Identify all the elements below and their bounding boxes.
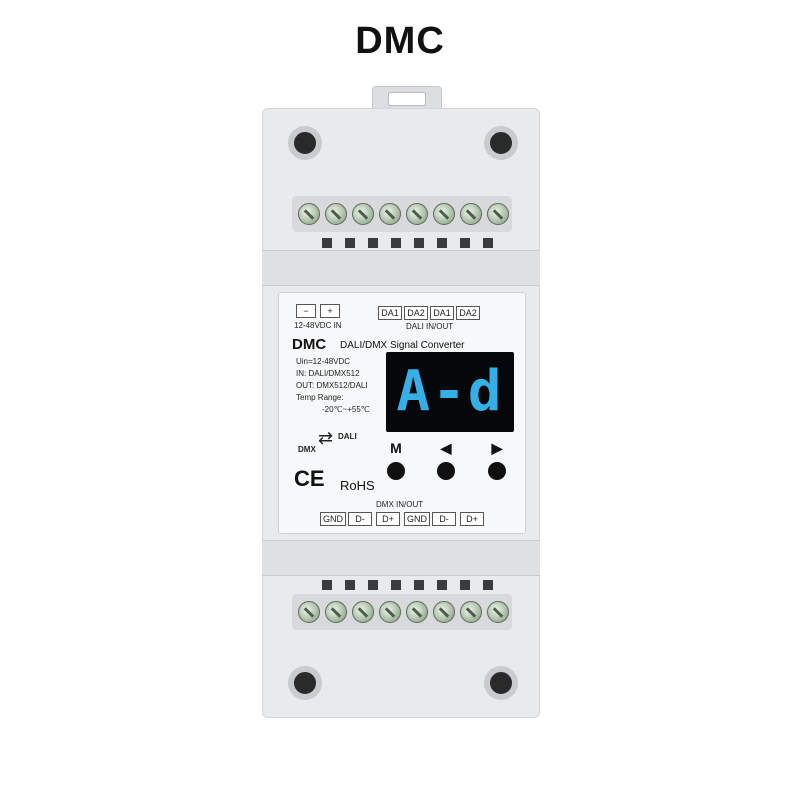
wire-slot (345, 238, 355, 248)
screw-icon (406, 601, 428, 623)
mount-hole-bottom-right (484, 666, 518, 700)
wire-slot (460, 580, 470, 590)
wire-slot (483, 580, 493, 590)
screw-icon (352, 203, 374, 225)
dali-label: DALI IN/OUT (406, 322, 454, 331)
wire-slot (322, 580, 332, 590)
button-right-label: ▶ (491, 440, 503, 456)
dali-terminal: DA2 (456, 306, 480, 320)
led-display (386, 352, 514, 432)
wire-slot (414, 580, 424, 590)
screw-icon (487, 601, 509, 623)
power-minus-terminal: − (296, 304, 316, 318)
power-plus-terminal: + (320, 304, 340, 318)
model-description: DALI/DMX Signal Converter (340, 340, 465, 351)
screw-icon (298, 601, 320, 623)
display-readout: A-d (396, 359, 504, 424)
spec-line: Temp Range: (296, 393, 344, 402)
wire-slot (460, 238, 470, 248)
ce-mark: CE (294, 466, 325, 491)
dmx-terminal: D- (348, 512, 372, 526)
wire-slot (368, 580, 378, 590)
wire-slot (414, 238, 424, 248)
left-button[interactable] (437, 462, 455, 480)
wire-slot (483, 238, 493, 248)
convert-dali-label: DALI (338, 432, 357, 441)
page-title: DMC (355, 20, 445, 62)
wire-slot (437, 238, 447, 248)
clip-hole (388, 92, 426, 106)
upper-rail-step (262, 250, 540, 286)
dmx-terminal: GND (320, 512, 346, 526)
spec-line: Uin=12-48VDC (296, 357, 351, 366)
dmx-terminal: GND (404, 512, 430, 526)
dali-terminal: DA1 (378, 306, 402, 320)
dali-terminal: DA1 (430, 306, 454, 320)
dmx-label: DMX IN/OUT (376, 500, 424, 509)
m-button[interactable] (387, 462, 405, 480)
screw-icon (460, 203, 482, 225)
screw-icon (352, 601, 374, 623)
spec-line: OUT: DMX512/DALI (296, 381, 368, 390)
screw-icon (379, 601, 401, 623)
button-m-label: M (390, 440, 402, 456)
wire-slot (368, 238, 378, 248)
wire-slot (437, 580, 447, 590)
model-name: DMC (292, 336, 327, 353)
mount-hole-top-right (484, 126, 518, 160)
screw-icon (433, 203, 455, 225)
convert-arrows-icon: ⇄ (318, 428, 334, 448)
screw-icon (433, 601, 455, 623)
dali-terminal: DA2 (404, 306, 428, 320)
spec-line: -20℃~+55℃ (322, 405, 370, 414)
rohs-mark: RoHS (340, 478, 375, 493)
screw-icon (298, 203, 320, 225)
wire-slot (391, 238, 401, 248)
screw-icon (487, 203, 509, 225)
screw-icon (460, 601, 482, 623)
lower-rail-step (262, 540, 540, 576)
right-button[interactable] (488, 462, 506, 480)
screw-icon (325, 203, 347, 225)
mount-hole-top-left (288, 126, 322, 160)
screw-icon (379, 203, 401, 225)
power-label: 12-48VDC IN (294, 321, 342, 330)
button-left-label: ◀ (440, 440, 452, 456)
wire-slot (391, 580, 401, 590)
convert-dmx-label: DMX (298, 445, 316, 454)
spec-line: IN: DALI/DMX512 (296, 369, 360, 378)
dmx-terminal: D+ (376, 512, 400, 526)
screw-icon (406, 203, 428, 225)
dmx-terminal: D- (432, 512, 456, 526)
dmx-terminal: D+ (460, 512, 484, 526)
wire-slot (345, 580, 355, 590)
wire-slot (322, 238, 332, 248)
mount-hole-bottom-left (288, 666, 322, 700)
screw-icon (325, 601, 347, 623)
